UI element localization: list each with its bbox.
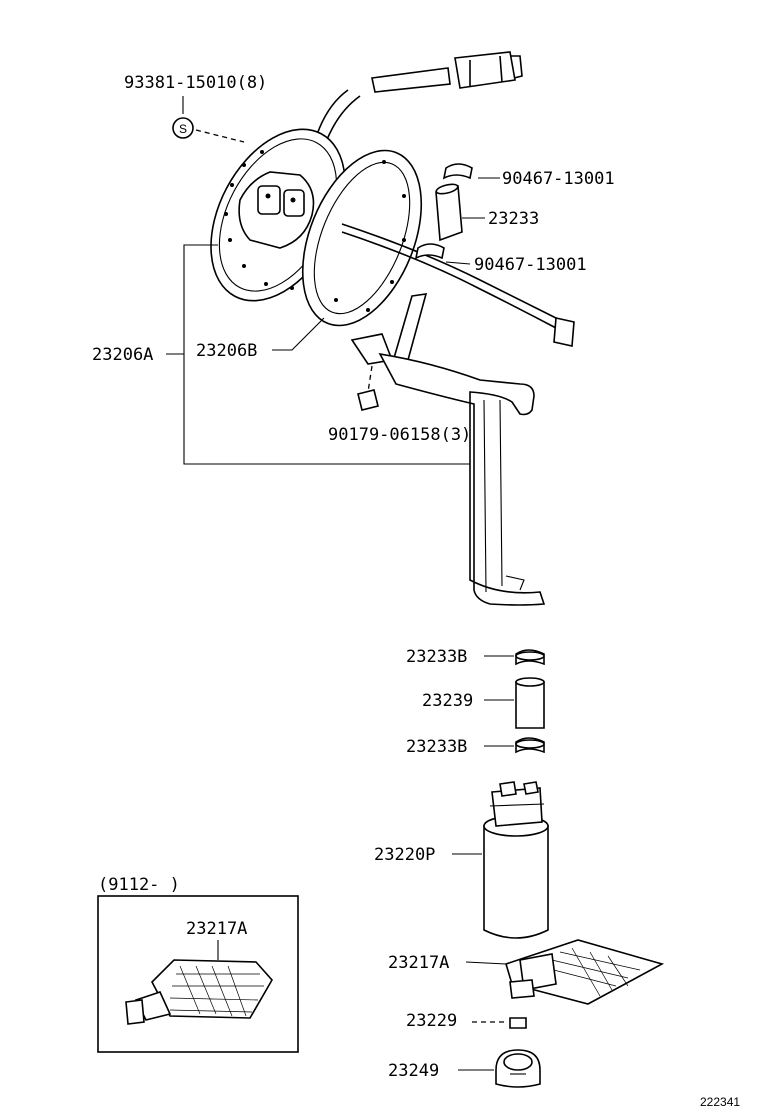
fuel-pump	[483, 781, 549, 939]
assembly-a-part-number: 23206A	[92, 345, 153, 365]
cushion	[509, 1017, 527, 1029]
cushion-part-number: 23229	[406, 1011, 457, 1031]
inset-filter-part-number: 23217A	[186, 919, 247, 939]
upper-hose-assembly	[414, 163, 473, 260]
pump-bracket	[350, 293, 546, 606]
clamp-b-lower-part-number: 23233B	[406, 737, 467, 757]
retainer-part-number: 23249	[388, 1061, 439, 1081]
pump-part-number: 23220P	[374, 845, 435, 865]
nut-part-number: 90179-06158(3)	[328, 425, 471, 445]
retainer	[495, 1049, 541, 1088]
hose-upper-part-number: 23233	[488, 209, 539, 229]
inset-date-range: (9112- )	[98, 875, 180, 895]
clamp-b-upper-part-number: 23233B	[406, 647, 467, 667]
hose-lower-part-number: 23239	[422, 691, 473, 711]
sender-wire-lead	[341, 223, 575, 347]
gasket-part-number: 23206B	[196, 341, 257, 361]
screw-label-group: 93381-15010(8) S	[124, 73, 267, 143]
lower-hose-stack	[515, 649, 545, 754]
screw-symbol: S	[179, 122, 187, 136]
filter-variant-inset: (9112- ) 23217A	[97, 875, 299, 1053]
screw-part-number: 93381-15010(8)	[124, 73, 267, 93]
filter-part-number: 23217A	[388, 953, 449, 973]
drawing-number: 222341	[700, 1095, 740, 1109]
clamp-lower-part-number: 90467-13001	[474, 255, 587, 275]
fuel-filter	[505, 939, 665, 1005]
clamp-upper-part-number: 90467-13001	[502, 169, 615, 189]
nut-group	[357, 365, 379, 411]
